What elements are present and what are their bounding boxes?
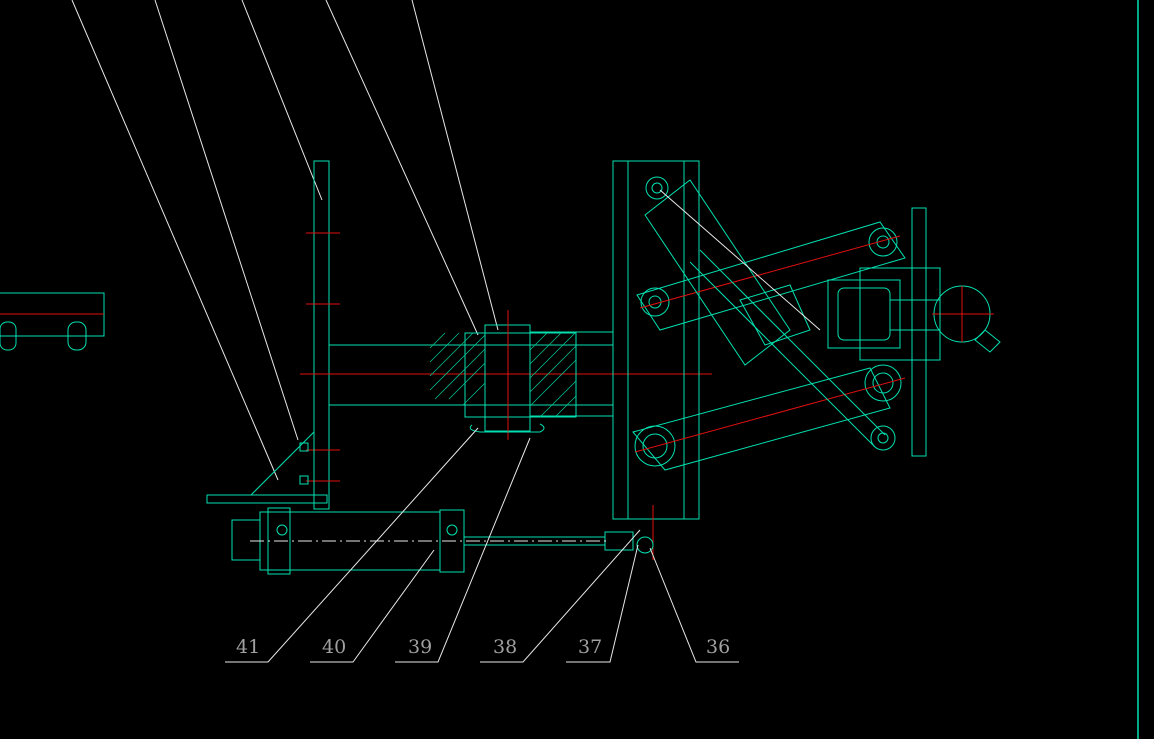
callout-41: 41 xyxy=(236,636,260,658)
callout-leaders xyxy=(225,427,739,663)
horizontal-shaft xyxy=(300,331,712,417)
top-leaders xyxy=(71,0,499,481)
main-column xyxy=(612,160,700,560)
upper-link-arm xyxy=(636,221,906,331)
callout-40: 40 xyxy=(322,636,346,658)
lower-link-arm xyxy=(632,364,906,471)
hub-section xyxy=(429,310,577,440)
diagonal-actuator xyxy=(644,176,896,451)
callout-labels: 41 40 39 38 37 36 xyxy=(236,636,730,658)
right-bracket xyxy=(827,207,1001,457)
callout-38: 38 xyxy=(493,636,517,658)
pneumatic-cylinder xyxy=(231,507,654,575)
callout-39: 39 xyxy=(408,636,432,658)
callout-36: 36 xyxy=(706,636,730,658)
mounting-plate xyxy=(206,160,340,510)
callout-37: 37 xyxy=(578,636,602,658)
left-partial-part xyxy=(0,292,105,351)
